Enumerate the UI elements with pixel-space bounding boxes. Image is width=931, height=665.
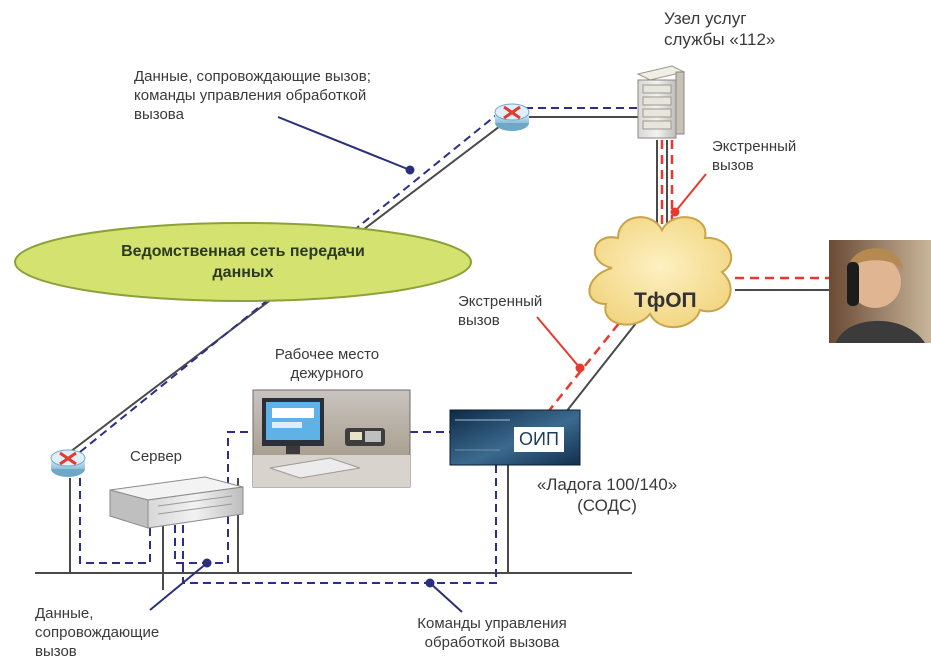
node112-label-line-1: Узел услуг — [664, 9, 747, 28]
server-icon — [109, 476, 244, 529]
data-bottom-label-line-1: Данные, — [35, 605, 94, 622]
pstn-cloud — [588, 216, 733, 329]
oip-label: ОИП — [514, 427, 564, 452]
pointer-emergency-top-dot — [670, 207, 680, 217]
workplace-label-line-2: дежурного — [290, 365, 364, 382]
ladoga-label: «Ладога 100/140» (СОДС) — [522, 474, 692, 516]
emergency-pointers — [536, 173, 707, 373]
data-path-left — [79, 478, 151, 564]
emergency-call-paths — [547, 140, 829, 413]
departmental-network-oval — [14, 222, 472, 302]
emergency-mid-label: Экстренный вызов — [458, 292, 542, 330]
workplace-label-line-1: Рабочее место — [274, 346, 380, 363]
emergency-top-label-line-2: вызов — [712, 157, 754, 174]
node112-server-icon — [636, 65, 686, 139]
node112-label-line-2: службы «112» — [664, 30, 776, 49]
router-top-icon — [494, 103, 530, 131]
pointer-emergency-top — [674, 173, 707, 213]
commands-bottom-label: Команды управления обработкой вызова — [392, 614, 592, 652]
pointer-commands-bottom — [429, 582, 463, 613]
departmental-network-label: Ведомственная сеть передачи данных — [50, 241, 436, 283]
data-top-label-line-3: вызова — [134, 106, 184, 123]
node112-label: Узел услуг службы «112» — [664, 8, 775, 50]
pointer-data-bottom-dot — [202, 558, 212, 568]
emergency-mid-label-line-1: Экстренный — [458, 293, 543, 310]
pointer-commands-bottom-dot — [425, 578, 435, 588]
server-label: Сервер — [130, 448, 183, 465]
commands-bottom-label-line-2: обработкой вызова — [424, 634, 560, 651]
emergency-top-label-line-1: Экстренный — [712, 138, 797, 155]
emergency-top-label: Экстренный вызов — [712, 137, 796, 175]
router-left-icon — [50, 449, 86, 477]
pstn-label: ТфОП — [634, 289, 697, 312]
emergency-path-oip — [547, 311, 629, 413]
pointer-data-top-dot — [405, 165, 415, 175]
ladoga-label-line-2: (СОДС) — [577, 496, 637, 515]
workplace-label: Рабочее место дежурного — [262, 345, 392, 383]
data-bottom-label-line-2: сопровождающие — [35, 624, 160, 641]
pointer-emergency-mid-dot — [575, 363, 585, 373]
pointer-data-bottom — [149, 562, 208, 611]
commands-bottom-label-line-1: Команды управления — [417, 615, 567, 632]
workplace-photo — [252, 389, 411, 488]
pointer-lines — [149, 116, 463, 613]
data-bottom-label-line-3: вызов — [35, 643, 77, 660]
data-top-label-line-2: команды управления обработкой — [134, 87, 367, 104]
emergency-mid-label-line-2: вызов — [458, 312, 500, 329]
caller-photo — [829, 240, 931, 343]
ladoga-label-line-1: «Ладога 100/140» — [536, 475, 678, 494]
data-path-bottom — [182, 465, 497, 584]
pointer-emergency-mid — [536, 316, 581, 369]
data-top-label-line-1: Данные, сопровождающие вызов; — [134, 68, 371, 85]
departmental-network-label-line-2: данных — [212, 264, 274, 281]
data-bottom-label: Данные, сопровождающие вызов — [35, 604, 159, 661]
data-path-server-workplace — [174, 431, 253, 564]
departmental-network-label-line-1: Ведомственная сеть передачи — [121, 243, 365, 260]
data-top-label: Данные, сопровождающие вызов; команды уп… — [134, 67, 371, 124]
pointer-data-top — [277, 116, 411, 171]
pstn-to-oip-link — [565, 317, 641, 413]
